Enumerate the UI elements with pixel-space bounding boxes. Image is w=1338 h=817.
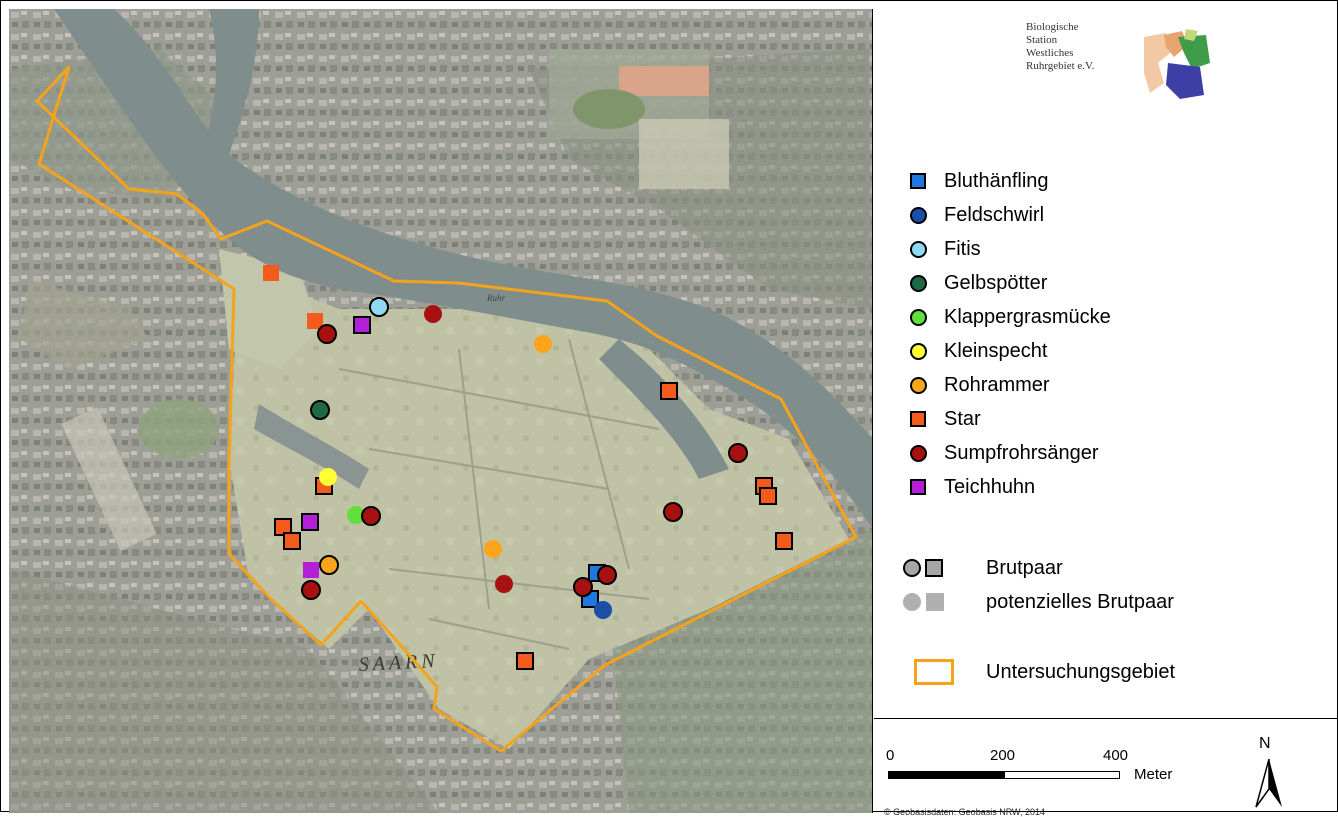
legend-item-feldschwirl: Feldschwirl (892, 201, 1044, 229)
status-label: potenzielles Brutpaar (986, 590, 1174, 613)
logo-line-1: Biologische (1026, 21, 1079, 33)
legend-label: Klappergrasmücke (944, 305, 1111, 328)
obs-sumpfrohrsaenger[interactable] (597, 565, 617, 585)
river-oxbow (599, 339, 729, 479)
square-orange-icon (910, 411, 926, 427)
circle-yellow-icon (910, 343, 927, 360)
obs-star-potential[interactable] (307, 313, 323, 329)
obs-teichhuhn[interactable] (353, 316, 371, 334)
obs-sumpfrohrsaenger[interactable] (317, 324, 337, 344)
legend-item-star: Star (892, 405, 981, 433)
logo-line-3: Westliches (1026, 47, 1074, 59)
obs-rohrammer-potential[interactable] (484, 540, 502, 558)
obs-sumpfrohrsaenger[interactable] (361, 506, 381, 526)
square-purple-icon (910, 479, 926, 495)
obs-star[interactable] (283, 532, 301, 550)
obs-feldschwirl-potential[interactable] (594, 601, 612, 619)
scale-bar-black (888, 771, 1004, 779)
obs-rohrammer-potential[interactable] (534, 335, 552, 353)
obs-rohrammer[interactable] (319, 555, 339, 575)
scale-unit: Meter (1134, 766, 1173, 783)
obs-star[interactable] (660, 382, 678, 400)
obs-kleinspecht-potential[interactable] (319, 468, 337, 486)
filled-symbols-icon (903, 593, 944, 611)
study-area-outline[interactable] (35, 65, 858, 753)
circle-darkblue-icon (910, 207, 927, 224)
obs-teichhuhn-potential[interactable] (303, 562, 319, 578)
scale-tick-0: 0 (886, 747, 895, 764)
river-branch (189, 9, 259, 199)
legend-item-teichhuhn: Teichhuhn (892, 473, 1035, 501)
river-label: Ruhr (486, 293, 505, 303)
obs-star[interactable] (775, 532, 793, 550)
obs-sumpfrohrsaenger[interactable] (573, 577, 593, 597)
outlined-symbols-icon (903, 559, 943, 577)
legend-label: Star (944, 407, 981, 430)
obs-sumpfrohrsaenger[interactable] (663, 502, 683, 522)
logo-line-4: Ruhrgebiet e.V. (1026, 60, 1095, 72)
scale-section: 0 200 400 Meter © Geobasisdaten: Geobasi… (874, 719, 1338, 817)
legend-label: Gelbspötter (944, 271, 1048, 294)
legend-label: Bluthänfling (944, 169, 1049, 192)
obs-sumpfrohrsaenger-potential[interactable] (495, 575, 513, 593)
status-label: Brutpaar (986, 556, 1063, 579)
north-arrow-icon (1255, 759, 1282, 808)
north-label: N (1259, 735, 1271, 752)
obs-gelbspoetter[interactable] (310, 400, 330, 420)
legend-label: Kleinspecht (944, 339, 1048, 362)
obs-star[interactable] (759, 487, 777, 505)
legend-panel: Biologische Station Westliches Ruhrgebie… (874, 1, 1338, 817)
legend-label: Rohrammer (944, 373, 1050, 396)
legend-study-area: Untersuchungsgebiet (892, 655, 1175, 689)
legend-status-potenziell: potenzielles Brutpaar (892, 587, 1174, 617)
obs-star-potential[interactable] (263, 265, 279, 281)
obs-teichhuhn[interactable] (301, 513, 319, 531)
legend-label: Teichhuhn (944, 475, 1036, 498)
circle-green-icon (910, 309, 927, 326)
legend-box: Biologische Station Westliches Ruhrgebie… (874, 1, 1338, 719)
legend-item-fitis: Fitis (892, 235, 981, 263)
obs-fitis[interactable] (369, 297, 389, 317)
legend-label: Feldschwirl (944, 203, 1045, 226)
scale-tick-200: 200 (990, 747, 1016, 764)
obs-klappergrasmuecke-potential[interactable] (347, 506, 365, 524)
legend-status-brutpaar: Brutpaar (892, 553, 1063, 583)
legend-item-gelbspoetter: Gelbspötter (892, 269, 1047, 297)
circle-orange-icon (910, 377, 927, 394)
bird-observations (263, 265, 793, 670)
copyright: © Geobasisdaten: Geobasis NRW, 2014 (884, 807, 1046, 817)
legend-item-kleinspecht: Kleinspecht (892, 337, 1047, 365)
legend-label: Fitis (944, 237, 981, 260)
field-boundaries (338, 338, 660, 650)
legend-label: Sumpfrohrsänger (944, 441, 1099, 464)
meadow-area (229, 269, 849, 749)
meadow-north (219, 249, 319, 369)
area-label: Untersuchungsgebiet (986, 660, 1176, 683)
obs-star[interactable] (516, 652, 534, 670)
obs-sumpfrohrsaenger-potential[interactable] (424, 305, 442, 323)
square-blue-icon (910, 173, 926, 189)
circle-darkgreen-icon (910, 275, 927, 292)
map-canvas: Ruhr SAARN (9, 9, 872, 813)
study-area-swatch-icon (914, 659, 954, 685)
scale-bar-white (1004, 771, 1120, 779)
legend-item-bluthaenfling: Bluthänfling (892, 167, 1049, 195)
logo-line-2: Station (1026, 34, 1058, 46)
legend-item-klappergrasmuecke: Klappergrasmücke (892, 303, 1111, 331)
legend-item-sumpfrohrsaenger: Sumpfrohrsänger (892, 439, 1099, 467)
obs-sumpfrohrsaenger[interactable] (728, 443, 748, 463)
side-channel (254, 404, 369, 489)
logo-text: Biologische Station Westliches Ruhrgebie… (1026, 21, 1094, 73)
logo-icon (1144, 29, 1210, 99)
obs-sumpfrohrsaenger[interactable] (301, 580, 321, 600)
aerial-map[interactable]: Ruhr SAARN (9, 9, 873, 813)
place-label-saarn: SAARN (358, 650, 439, 676)
circle-lightblue-icon (910, 241, 927, 258)
river-ruhr (54, 9, 872, 528)
circle-darkred-icon (910, 445, 927, 462)
scale-tick-400: 400 (1103, 747, 1129, 764)
legend-item-rohrammer: Rohrammer (892, 371, 1050, 399)
